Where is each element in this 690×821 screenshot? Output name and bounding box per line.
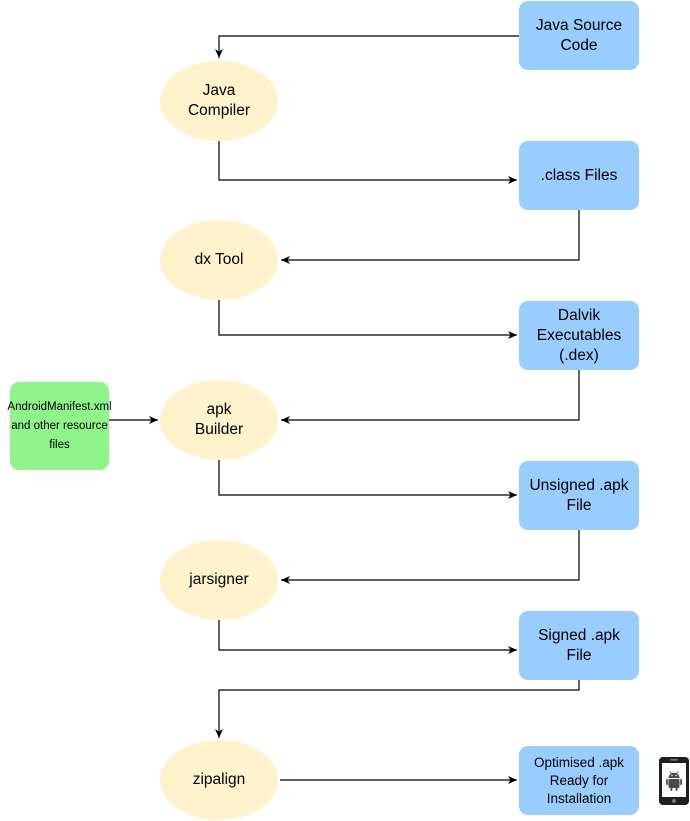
optimised-apk-box: Optimised .apk Ready for Installation — [519, 746, 639, 815]
java-compiler-node: Java Compiler — [160, 61, 278, 141]
zipalign-node: zipalign — [160, 740, 278, 820]
arrow-dalvik-to-apkbuilder — [281, 370, 580, 424]
arrow-signed-to-zipalign — [215, 680, 580, 738]
jarsigner-node: jarsigner — [160, 540, 278, 620]
arrow-unsigned-to-jarsigner — [281, 530, 580, 584]
arrow-class-to-dx — [281, 210, 580, 264]
arrow-apkbuilder-to-unsigned — [218, 460, 517, 499]
manifest-resources-box: AndroidManifest.xml and other resource f… — [7, 382, 112, 470]
dalvik-executables-box: Dalvik Executables (.dex) — [519, 301, 639, 370]
arrow-source-to-compiler — [215, 35, 519, 58]
dx-tool-node: dx Tool — [160, 220, 278, 300]
apk-builder-node: apk Builder — [160, 380, 278, 460]
class-files-box: .class Files — [519, 141, 639, 210]
arrow-jarsigner-to-signed — [218, 620, 517, 654]
arrow-compiler-to-class — [218, 141, 517, 184]
android-phone-icon — [659, 757, 689, 805]
signed-apk-box: Signed .apk File — [519, 611, 639, 680]
unsigned-apk-box: Unsigned .apk File — [519, 461, 639, 530]
arrow-dx-to-dalvik — [218, 300, 517, 339]
java-source-code-box: Java Source Code — [519, 1, 639, 70]
